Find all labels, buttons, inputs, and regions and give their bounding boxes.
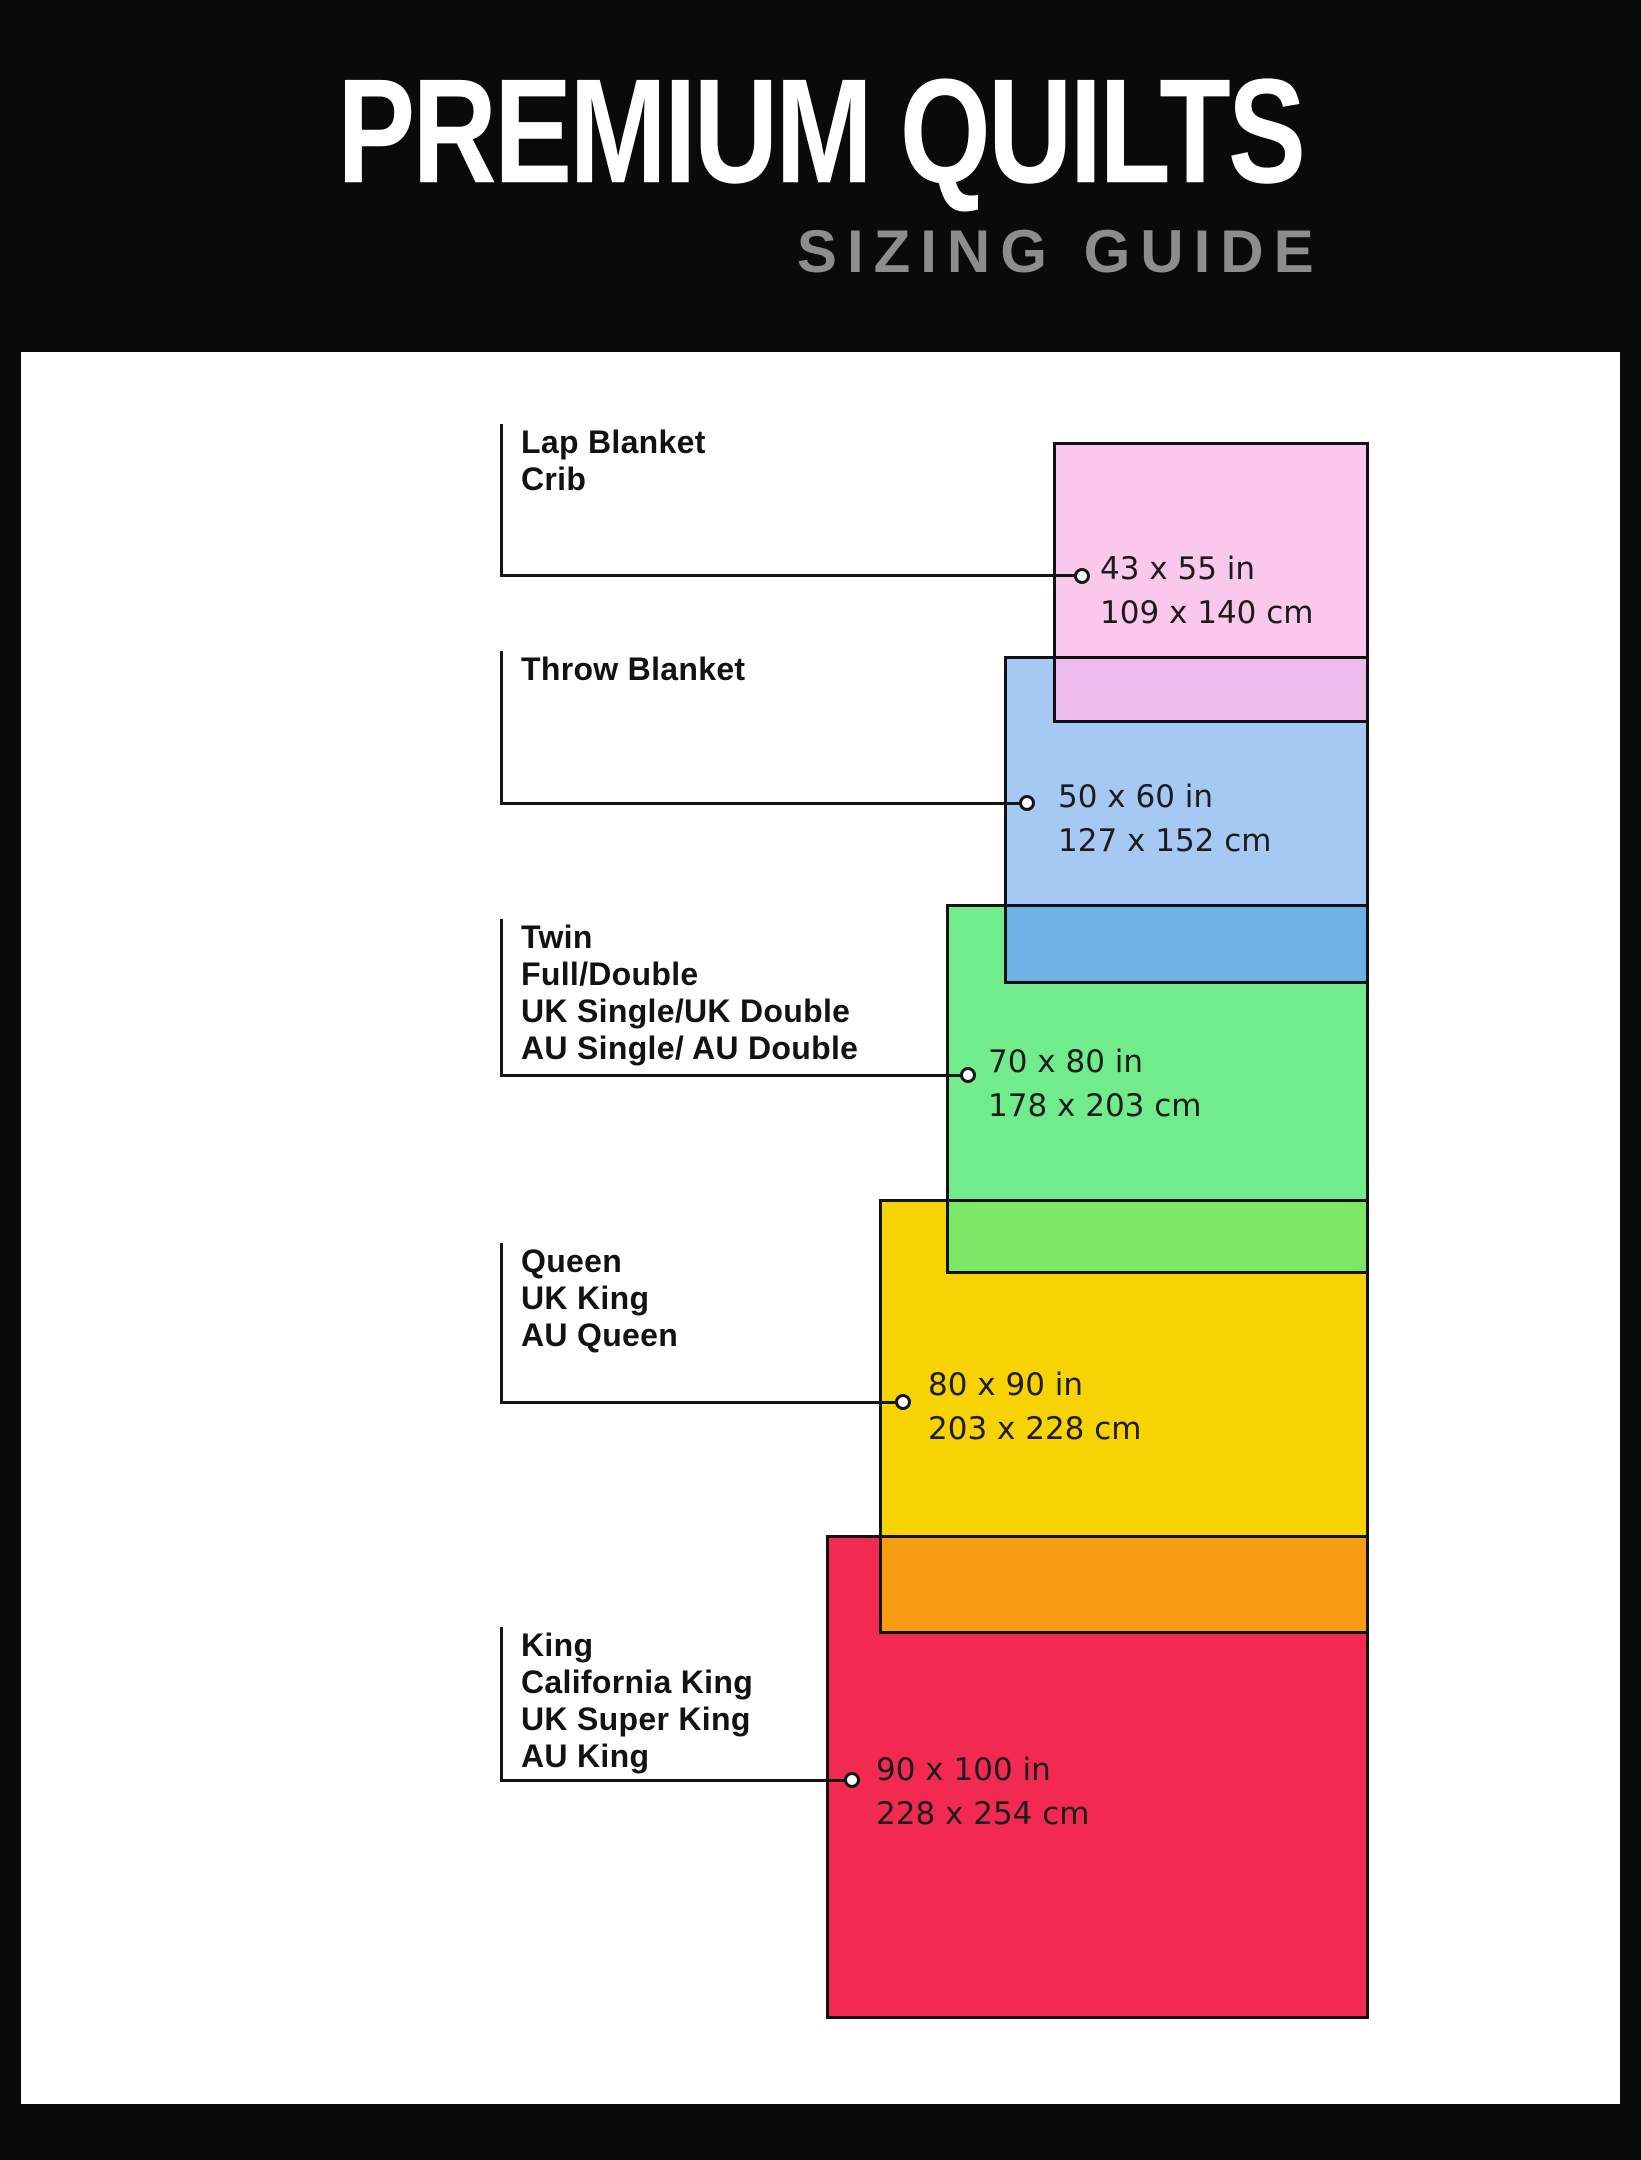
dimension-cm: 203 x 228 cm [928, 1411, 1142, 1447]
label-line: AU Queen [521, 1317, 679, 1353]
dimensions-lap-blanket-crib: 43 x 55 in 109 x 140 cm [1100, 547, 1314, 635]
page-title: PREMIUM QUILTS [337, 48, 1306, 214]
label-line: Full/Double [521, 956, 699, 992]
label-line: California King [521, 1664, 754, 1700]
page-subtitle: SIZING GUIDE [796, 218, 1324, 285]
content-panel [21, 352, 1620, 2104]
header: PREMIUM QUILTS SIZING GUIDE [0, 0, 1641, 352]
label-twin: Twin Full/Double UK Single/UK Double AU … [521, 919, 858, 1067]
dimension-inches: 43 x 55 in [1100, 551, 1256, 587]
connector-queen [500, 1243, 902, 1404]
label-line: Throw Blanket [521, 651, 746, 687]
connector-twin [500, 919, 967, 1077]
marker-dot-icon [895, 1394, 911, 1410]
dimensions-queen: 80 x 90 in 203 x 228 cm [928, 1363, 1142, 1451]
marker-dot-icon [960, 1067, 976, 1083]
label-line: Lap Blanket [521, 424, 706, 460]
quilt-outline-throw-blanket [1004, 656, 1369, 984]
label-king: King California King UK Super King AU Ki… [521, 1627, 753, 1775]
dimension-inches: 50 x 60 in [1058, 779, 1214, 815]
dimension-inches: 80 x 90 in [928, 1367, 1084, 1403]
dimensions-throw-blanket: 50 x 60 in 127 x 152 cm [1058, 775, 1272, 863]
label-line: AU Single/ AU Double [521, 1030, 859, 1066]
marker-dot-icon [844, 1772, 860, 1788]
label-line: UK Super King [521, 1701, 751, 1737]
dimension-cm: 109 x 140 cm [1100, 595, 1314, 631]
label-throw-blanket: Throw Blanket [521, 651, 745, 688]
dimensions-twin: 70 x 80 in 178 x 203 cm [988, 1040, 1202, 1128]
label-queen: Queen UK King AU Queen [521, 1243, 678, 1354]
quilt-outline-king [826, 1535, 1369, 2019]
connector-lap-blanket-crib [500, 424, 1081, 577]
dimension-cm: 178 x 203 cm [988, 1088, 1202, 1124]
label-line: King [521, 1627, 594, 1663]
label-line: Crib [521, 461, 587, 497]
quilt-outline-queen [879, 1199, 1369, 1634]
connector-throw-blanket [500, 651, 1026, 805]
quilt-outline-lap-blanket-crib [1053, 442, 1369, 723]
quilt-outline-twin [946, 904, 1369, 1274]
marker-dot-icon [1074, 568, 1090, 584]
overlap-strip-throw-twin [1004, 904, 1369, 984]
dimension-inches: 70 x 80 in [988, 1044, 1144, 1080]
marker-dot-icon [1019, 795, 1035, 811]
connector-king [500, 1627, 851, 1782]
overlap-strip-twin-queen [946, 1199, 1369, 1274]
dimensions-king: 90 x 100 in 228 x 254 cm [876, 1748, 1090, 1836]
dimension-inches: 90 x 100 in [876, 1752, 1051, 1788]
overlap-strip-lap-throw [1053, 656, 1369, 723]
label-lap-blanket-crib: Lap Blanket Crib [521, 424, 706, 498]
dimension-cm: 127 x 152 cm [1058, 823, 1272, 859]
label-line: UK King [521, 1280, 650, 1316]
label-line: UK Single/UK Double [521, 993, 851, 1029]
label-line: Queen [521, 1243, 623, 1279]
dimension-cm: 228 x 254 cm [876, 1796, 1090, 1832]
label-line: Twin [521, 919, 593, 955]
label-line: AU King [521, 1738, 650, 1774]
header-inner: PREMIUM QUILTS SIZING GUIDE [317, 57, 1324, 285]
overlap-strip-queen-king [879, 1535, 1369, 1634]
